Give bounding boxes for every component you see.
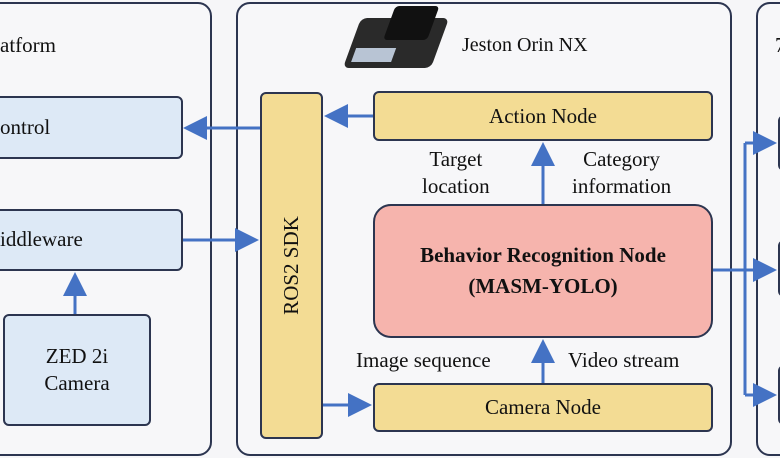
behavior-recognition-node: Behavior Recognition Node (MASM-YOLO) xyxy=(373,204,713,338)
middleware-box: iddleware xyxy=(0,209,183,271)
camera-node-box: Camera Node xyxy=(373,383,713,432)
image-sequence-label: Image sequence xyxy=(356,348,491,372)
target-location-label: Target location xyxy=(422,147,490,199)
behavior-node-model: (MASM-YOLO) xyxy=(468,274,618,298)
category-information-label: Category information xyxy=(572,147,672,199)
output-panel-title: 7 xyxy=(775,32,780,59)
jetson-title: Jeston Orin NX xyxy=(462,34,588,56)
ros2-sdk-box: ROS2 SDK xyxy=(260,92,323,439)
output-panel xyxy=(756,2,780,456)
control-box: ontrol xyxy=(0,96,183,159)
platform-title: atform xyxy=(0,33,56,57)
zed-camera-box: ZED 2i Camera xyxy=(3,314,151,426)
behavior-node-title: Behavior Recognition Node xyxy=(420,242,666,267)
video-stream-label: Video stream xyxy=(568,348,680,372)
action-node-box: Action Node xyxy=(373,91,713,141)
